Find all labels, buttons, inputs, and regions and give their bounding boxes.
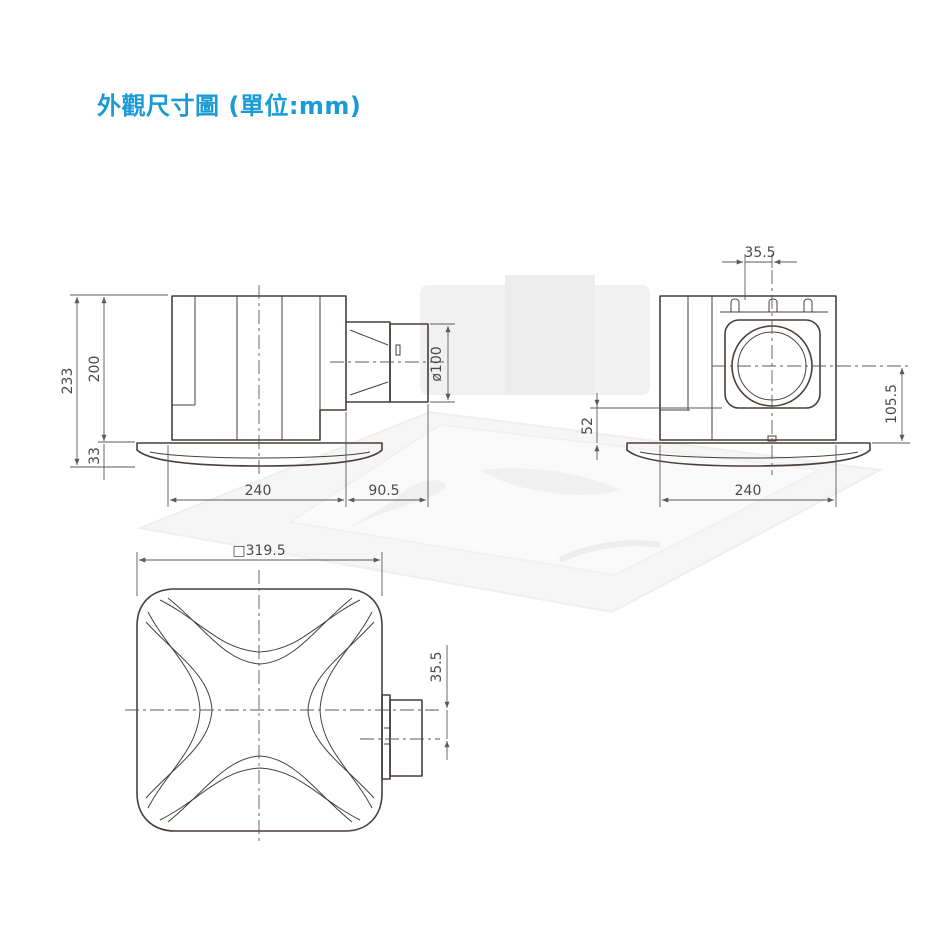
bottom-duct-offset-label: 35.5 xyxy=(429,651,445,682)
bottom-view: □319.5 35.5 xyxy=(125,543,450,845)
background-product-image xyxy=(136,275,884,614)
page-title: 外觀尺寸圖 (單位:mm) xyxy=(97,92,362,120)
side-offset-top-label: 35.5 xyxy=(744,245,775,261)
side-duct-center-label: 105.5 xyxy=(884,384,900,424)
front-view: 233 200 33 240 90.5 ø100 xyxy=(60,285,455,507)
duct-diameter-label: ø100 xyxy=(429,346,445,381)
side-width-label: 240 xyxy=(735,483,762,499)
side-duct-height-label: 52 xyxy=(580,417,596,435)
front-body-height-label: 200 xyxy=(87,356,103,383)
front-width-label: 240 xyxy=(245,483,272,499)
front-panel-height-label: 33 xyxy=(87,447,103,465)
panel-size-label: □319.5 xyxy=(232,543,285,559)
duct-protrusion-label: 90.5 xyxy=(368,483,399,499)
side-view: 35.5 52 105.5 240 xyxy=(580,245,910,507)
front-total-height-label: 233 xyxy=(60,368,76,395)
